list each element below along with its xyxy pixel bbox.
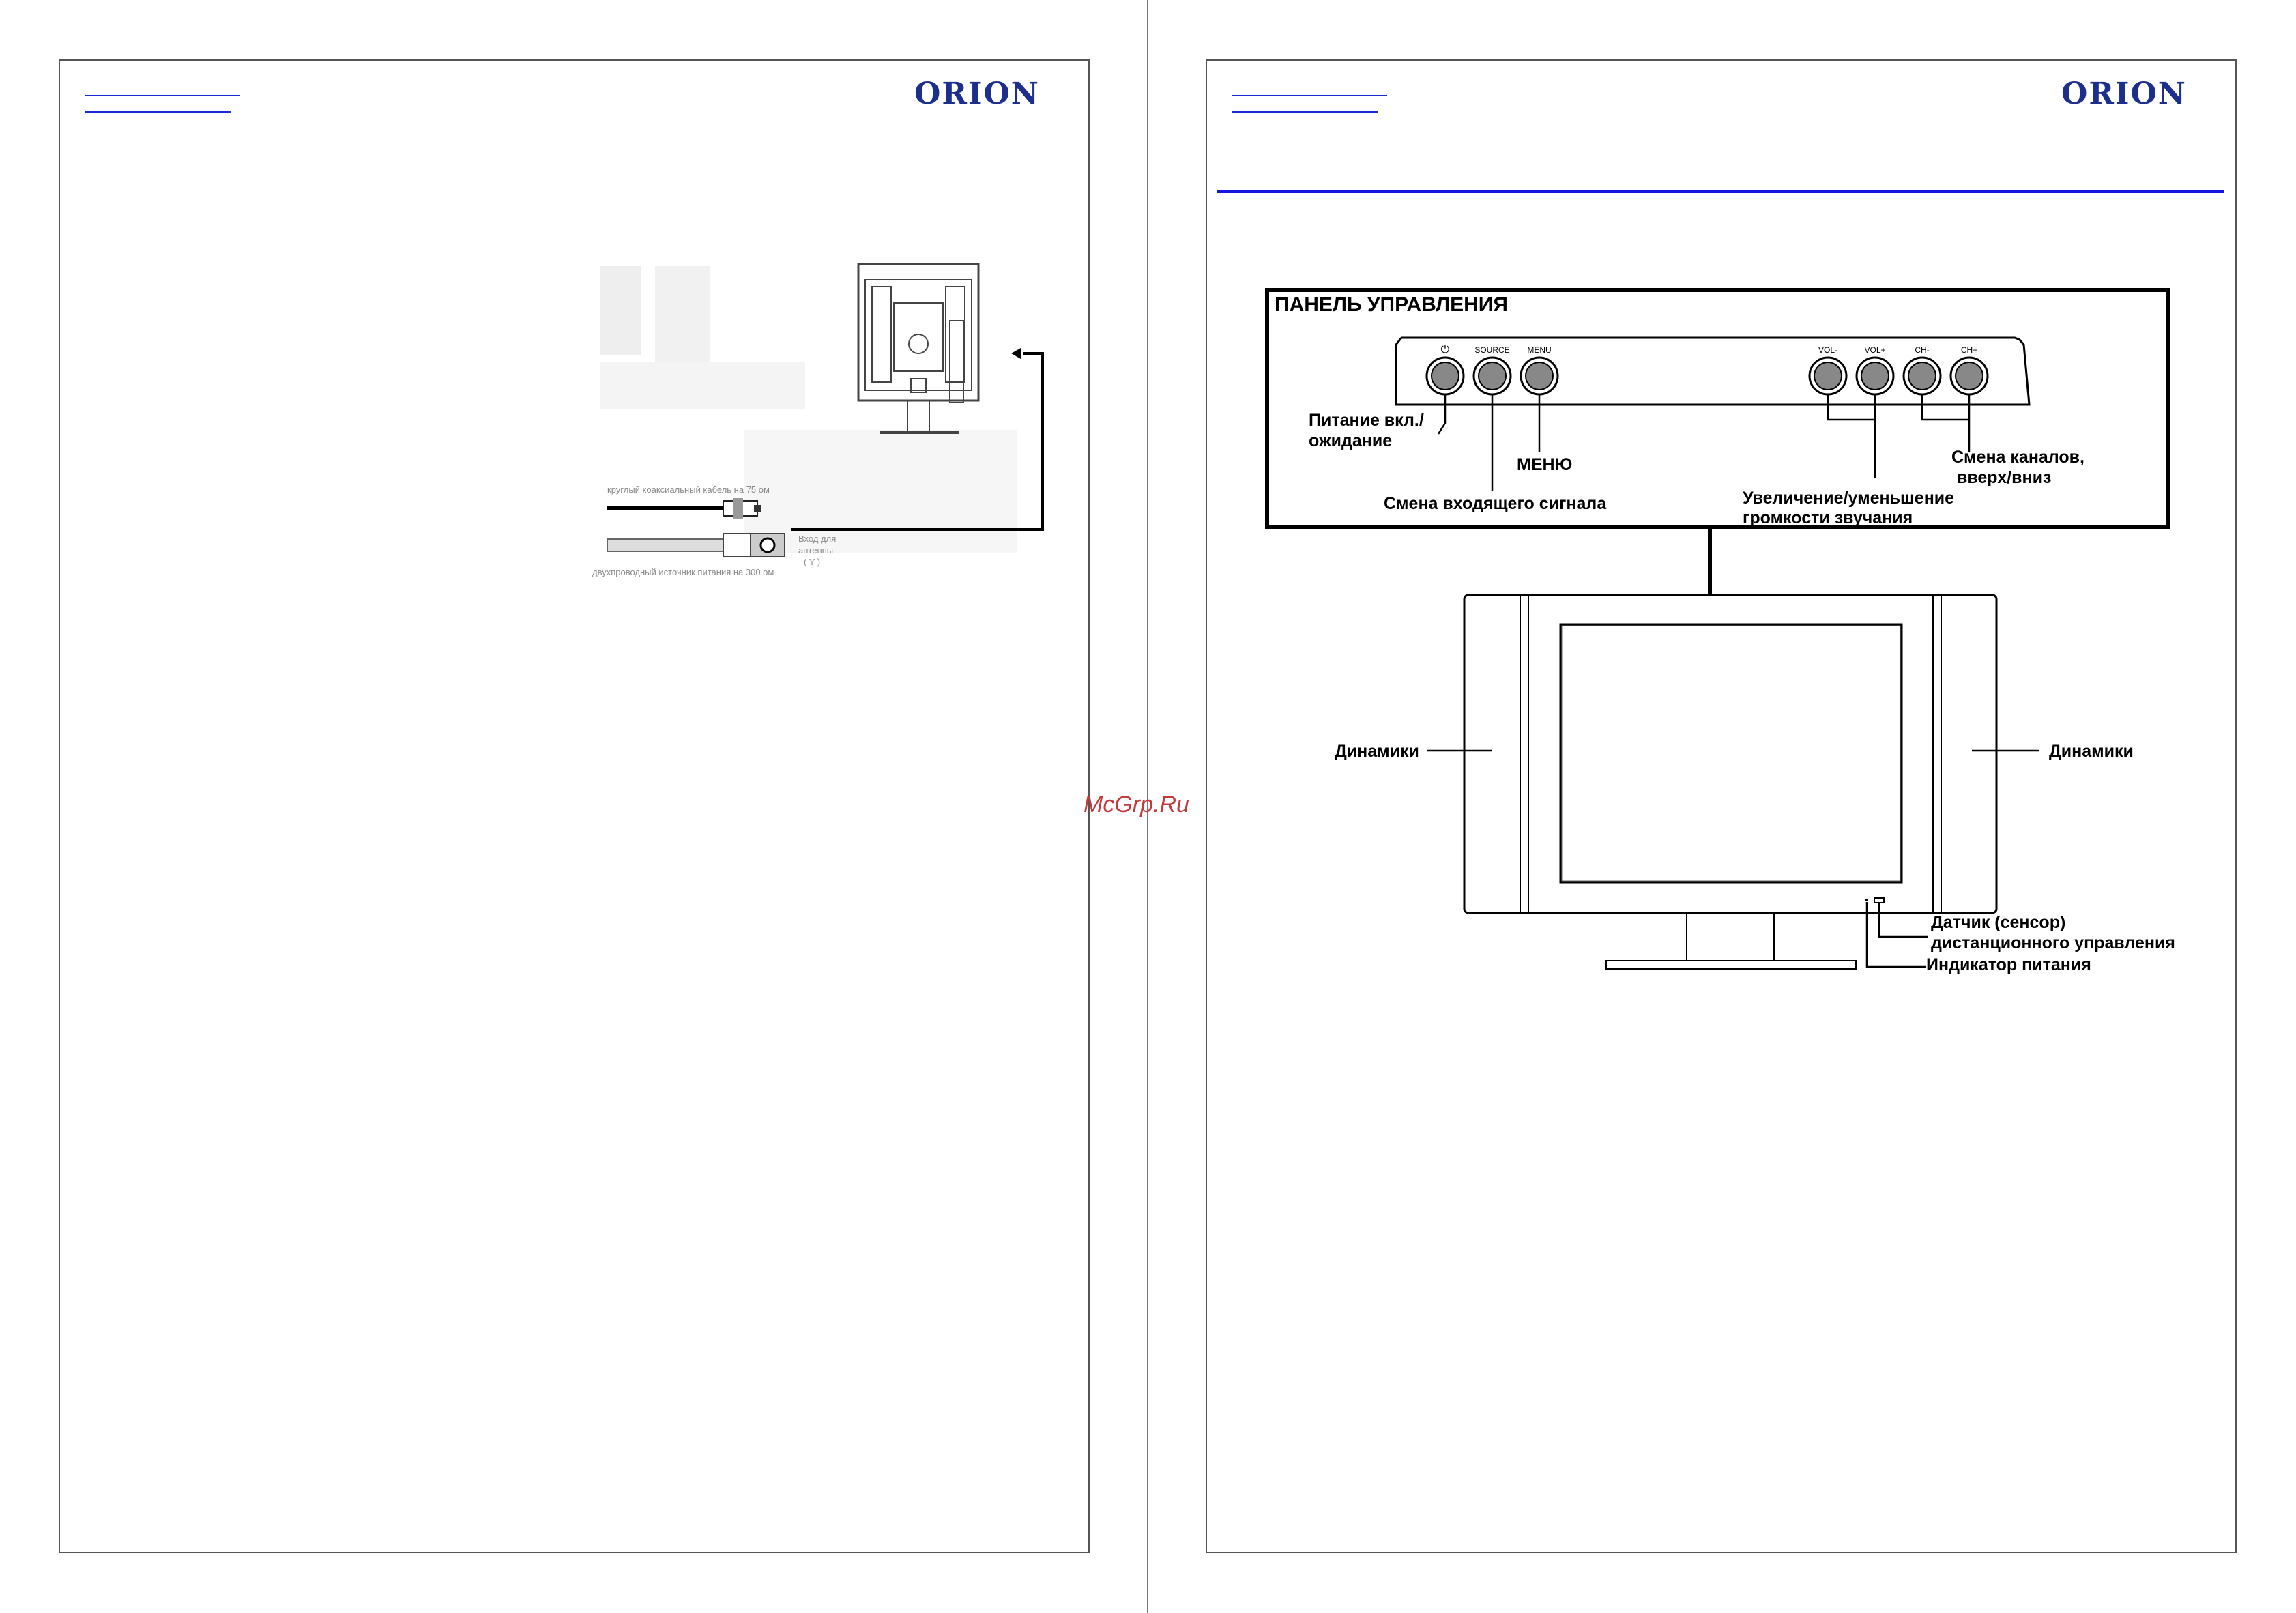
header-link-line [1232, 111, 1378, 113]
speakers-left-label: Динамики [1335, 742, 1419, 761]
speakers-right-label: Динамики [2049, 742, 2134, 761]
menu-button-label: MENU [1527, 345, 1551, 355]
menu-button[interactable]: MENU [1520, 345, 1559, 396]
vol-up-label: VOL+ [1864, 345, 1885, 355]
header-link-line [85, 111, 231, 113]
sensor-label: дистанционного управления [1931, 933, 2175, 953]
ch-up-label: CH+ [1961, 345, 1977, 355]
power-icon: ⏻ [1441, 344, 1450, 355]
vol-down-label: VOL- [1818, 345, 1837, 355]
source-button-label: SOURCE [1474, 345, 1509, 355]
menu-label: МЕНЮ [1517, 455, 1572, 474]
sensor-label: Датчик (сенсор) [1931, 913, 2065, 932]
volume-label: Увеличение/уменьшение [1743, 489, 1954, 508]
ch-down-label: CH- [1915, 345, 1929, 355]
source-label: Смена входящего сигнала [1384, 494, 1607, 513]
brand-logo: ORION [914, 76, 1041, 111]
left-page [59, 59, 1090, 1553]
power-button[interactable]: ⏻ [1425, 344, 1465, 396]
antenna-connection-diagram: круглый коаксиальный кабель на 75 ом дву… [592, 263, 1044, 577]
antenna-input-label: Вход для [798, 534, 836, 544]
power-indicator-label: Индикатор питания [1926, 955, 2091, 974]
coaxial-cable-drawing [607, 498, 761, 519]
power-label: Питание вкл./ [1309, 411, 1424, 430]
panel-title: ПАНЕЛЬ УПРАВЛЕНИЯ [1275, 293, 1508, 316]
header-link-line [85, 95, 240, 96]
antenna-cable [791, 352, 1044, 531]
vol-down-button[interactable]: VOL- [1808, 345, 1848, 396]
twin-lead-drawing [607, 533, 785, 557]
tv-leader-lines [1427, 749, 2039, 968]
channels-label: вверх/вниз [1957, 468, 2051, 487]
control-panel-diagram: ПАНЕЛЬ УПРАВЛЕНИЯ ⏻ SOURCE MENU VOL- VOL… [1265, 288, 2175, 974]
channels-label: Смена каналов, [1951, 448, 2084, 467]
leader-lines [1437, 394, 1971, 491]
antenna-symbol: ( Y ) [804, 557, 820, 567]
twin-lead-label: двухпроводный источник питания на 300 ом [592, 567, 774, 577]
header-link-line [1232, 95, 1387, 96]
power-label: ожидание [1309, 431, 1392, 450]
volume-label: громкости звучания [1743, 508, 1913, 527]
control-panel-box [1265, 288, 2170, 529]
tv-back-drawing [857, 263, 980, 434]
brand-logo: ORION [2061, 76, 2188, 111]
ch-up-button[interactable]: CH+ [1949, 345, 1989, 396]
tv-front-drawing [1463, 594, 1998, 970]
vol-up-button[interactable]: VOL+ [1855, 345, 1895, 396]
ch-down-button[interactable]: CH- [1902, 345, 1942, 396]
source-button[interactable]: SOURCE [1472, 345, 1512, 396]
page-spine [1147, 0, 1148, 1613]
header-rule [1217, 190, 2224, 193]
antenna-input-label: антенны [798, 545, 833, 555]
watermark: McGrp.Ru [1084, 791, 1189, 817]
coax-cable-label: круглый коаксиальный кабель на 75 ом [607, 484, 770, 495]
